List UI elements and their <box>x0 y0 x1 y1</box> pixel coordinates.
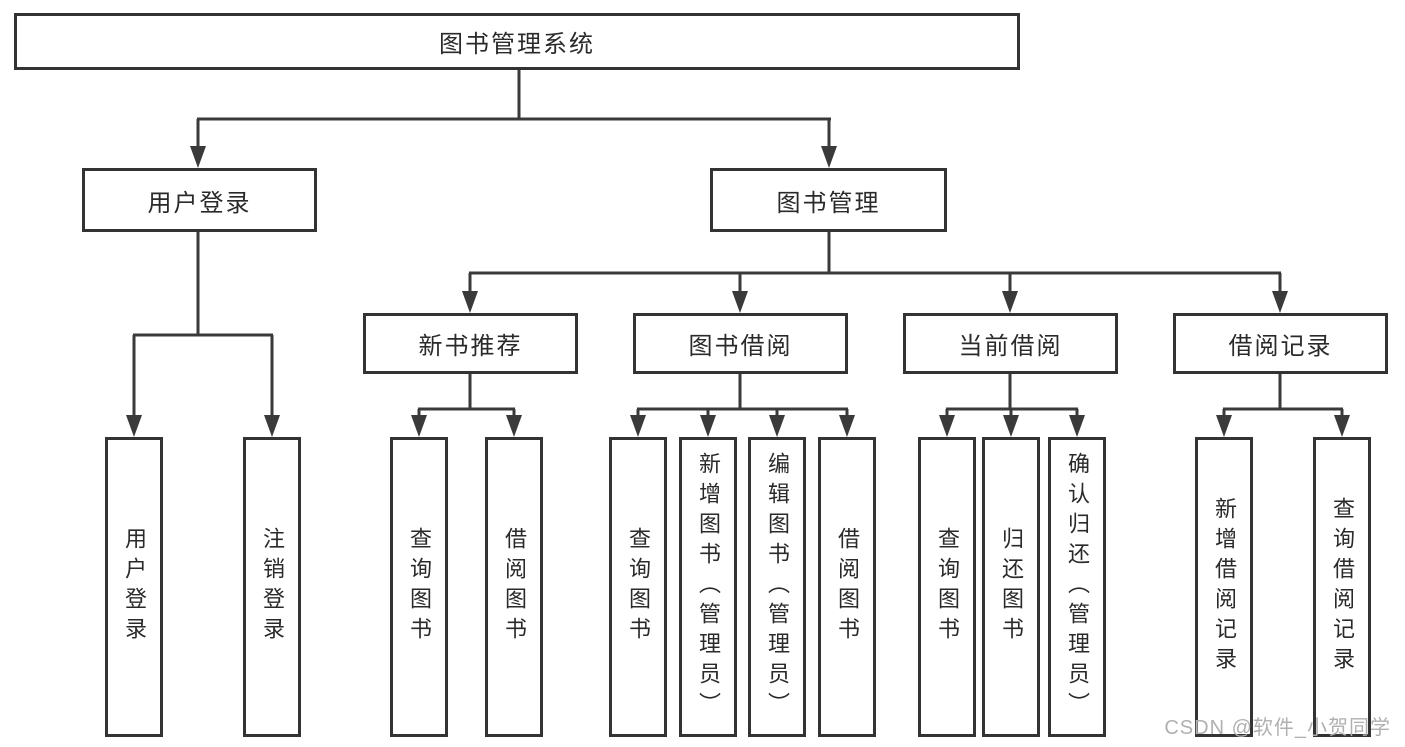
node-current-borrowing: 当前借阅 <box>903 313 1118 374</box>
node-borrowing-records: 借阅记录 <box>1173 313 1388 374</box>
leaf-logout: 注销登录 <box>243 437 301 737</box>
arrowheads <box>126 146 1350 437</box>
node-user-login: 用户登录 <box>82 168 317 232</box>
leaf-borrow-edit-books-admin: 编辑图书（管理员） <box>748 437 806 737</box>
node-new-book-recommend: 新书推荐 <box>363 313 578 374</box>
leaf-borrow-borrow-books: 借阅图书 <box>818 437 876 737</box>
watermark: CSDN @软件_小贺同学 <box>1164 717 1391 739</box>
leaf-recommend-query-books: 查询图书 <box>390 437 448 737</box>
leaf-current-confirm-return-admin: 确认归还（管理员） <box>1048 437 1106 737</box>
leaf-current-return-books: 归还图书 <box>982 437 1040 737</box>
leaf-borrow-add-books-admin: 新增图书（管理员） <box>679 437 737 737</box>
leaf-records-query-record: 查询借阅记录 <box>1313 437 1371 737</box>
leaf-borrow-query-books: 查询图书 <box>609 437 667 737</box>
leaf-recommend-borrow-books: 借阅图书 <box>485 437 543 737</box>
leaf-user-login: 用户登录 <box>105 437 163 737</box>
leaf-current-query-books: 查询图书 <box>918 437 976 737</box>
node-book-borrowing: 图书借阅 <box>633 313 848 374</box>
leaf-records-add-record: 新增借阅记录 <box>1195 437 1253 737</box>
connector-path <box>132 70 1344 418</box>
node-book-management: 图书管理 <box>710 168 947 232</box>
node-library-system: 图书管理系统 <box>14 13 1020 70</box>
